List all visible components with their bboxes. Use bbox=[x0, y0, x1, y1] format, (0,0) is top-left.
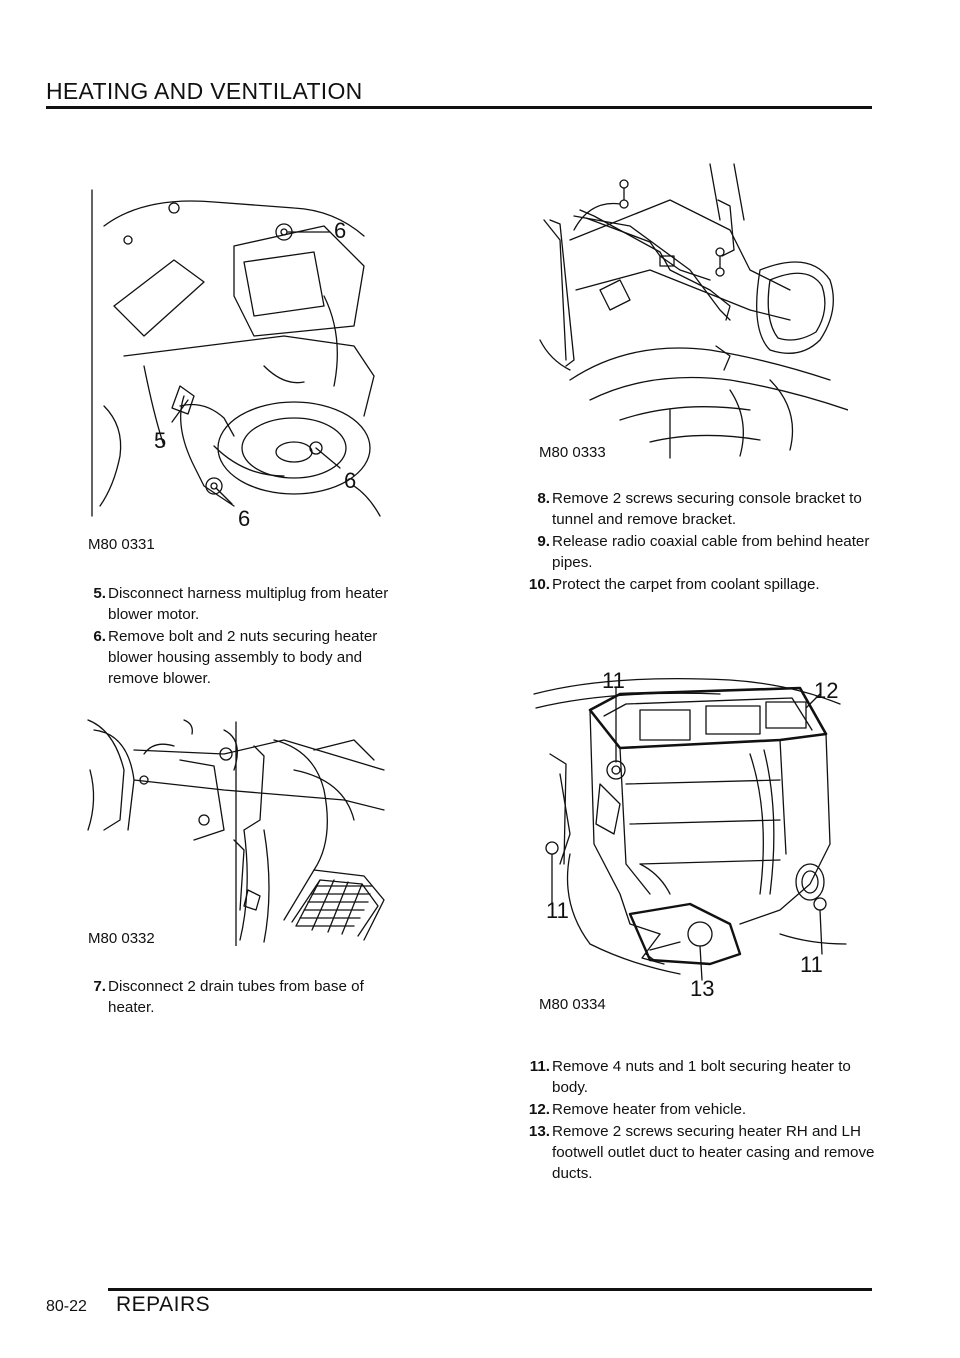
console-bracket-illustration bbox=[539, 163, 848, 459]
page-number: 80-22 bbox=[46, 1298, 87, 1315]
callout-6-right: 6 bbox=[344, 468, 357, 493]
figure-code-0334: M80 0334 bbox=[537, 996, 608, 1013]
callout-12: 12 bbox=[814, 678, 839, 703]
figure-blower-housing: 6 5 6 6 bbox=[84, 186, 390, 534]
figure-pedal-area bbox=[84, 710, 390, 946]
steps-5-6: 5.Disconnect harness multiplug from heat… bbox=[82, 583, 402, 690]
pedal-area-illustration bbox=[87, 719, 385, 946]
page-header-title: HEATING AND VENTILATION bbox=[46, 78, 363, 104]
callout-13: 13 bbox=[690, 976, 715, 1001]
step-12: 12.Remove heater from vehicle. bbox=[528, 1101, 747, 1118]
header-rule bbox=[46, 106, 872, 109]
callout-6-top: 6 bbox=[334, 218, 347, 243]
steps-8-10: 8.Remove 2 screws securing console brack… bbox=[526, 488, 876, 596]
figure-heater-unit: 11 12 11 11 13 bbox=[530, 664, 848, 1001]
step-6: 6.Remove bolt and 2 nuts securing heater… bbox=[93, 628, 378, 687]
footer-rule bbox=[108, 1288, 872, 1291]
step-10: 10.Protect the carpet from coolant spill… bbox=[528, 576, 820, 593]
step-8: 8.Remove 2 screws securing console brack… bbox=[537, 490, 862, 528]
figure-code-0333: M80 0333 bbox=[537, 444, 608, 461]
callout-11-right: 11 bbox=[800, 952, 823, 977]
steps-11-13: 11.Remove 4 nuts and 1 bolt securing hea… bbox=[526, 1056, 876, 1185]
section-name: REPAIRS bbox=[116, 1293, 211, 1316]
step-9: 9.Release radio coaxial cable from behin… bbox=[537, 533, 870, 571]
step-5: 5.Disconnect harness multiplug from heat… bbox=[93, 585, 389, 623]
callout-6-bottom: 6 bbox=[238, 506, 251, 531]
figure-code-0332: M80 0332 bbox=[86, 930, 157, 947]
heater-unit-illustration bbox=[533, 677, 847, 981]
blower-housing-illustration bbox=[91, 189, 381, 517]
callout-11-left: 11 bbox=[546, 898, 569, 923]
figure-code-0331: M80 0331 bbox=[86, 536, 157, 553]
callout-11-top: 11 bbox=[602, 668, 625, 693]
callout-5: 5 bbox=[154, 428, 167, 453]
step-13: 13.Remove 2 screws securing heater RH an… bbox=[528, 1123, 875, 1182]
step-7: 7.Disconnect 2 drain tubes from base of … bbox=[93, 978, 364, 1016]
steps-7: 7.Disconnect 2 drain tubes from base of … bbox=[82, 976, 412, 1019]
step-11: 11.Remove 4 nuts and 1 bolt securing hea… bbox=[529, 1058, 851, 1096]
figure-console-bracket bbox=[530, 160, 848, 460]
